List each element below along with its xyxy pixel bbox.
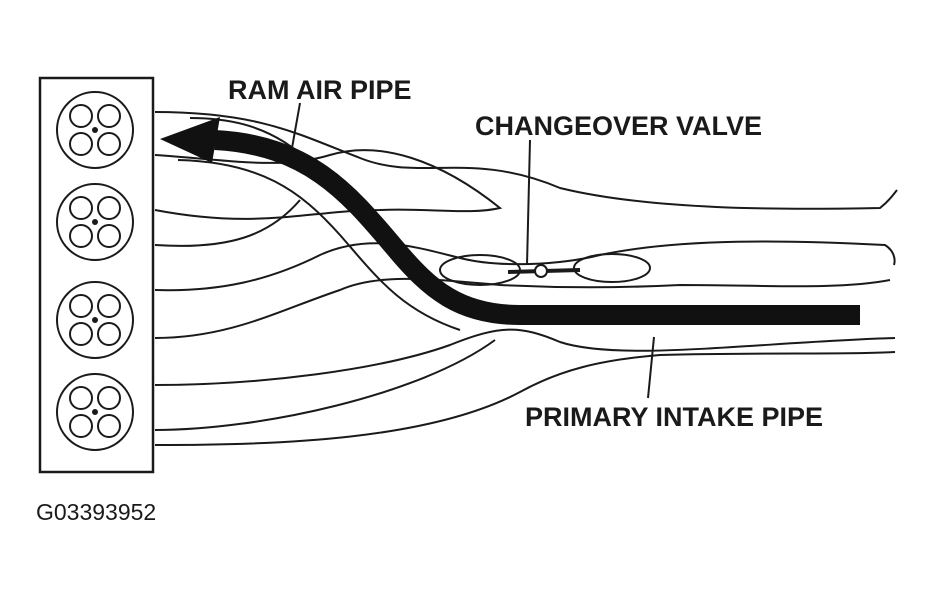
ram-air-pipe-leader xyxy=(291,102,301,149)
cylinder-head-block xyxy=(38,76,155,474)
changeover-valve-label: CHANGEOVER VALVE xyxy=(475,111,762,141)
figure-id: G03393952 xyxy=(36,499,156,525)
changeover-valve xyxy=(507,264,581,278)
primary-intake-pipe-label: PRIMARY INTAKE PIPE xyxy=(525,402,823,432)
cylinder-port-2 xyxy=(56,183,134,261)
cylinder-port-3 xyxy=(56,281,134,359)
primary-intake-pipe-leader xyxy=(647,336,655,399)
primary-airflow-arrow xyxy=(160,117,860,325)
changeover-valve-leader xyxy=(526,139,531,266)
cylinder-port-4 xyxy=(56,373,134,451)
lower-intake-duct xyxy=(154,328,896,446)
middle-intake-duct xyxy=(154,240,896,339)
cylinder-port-1 xyxy=(56,91,134,169)
ram-air-pipe-label: RAM AIR PIPE xyxy=(228,75,412,105)
